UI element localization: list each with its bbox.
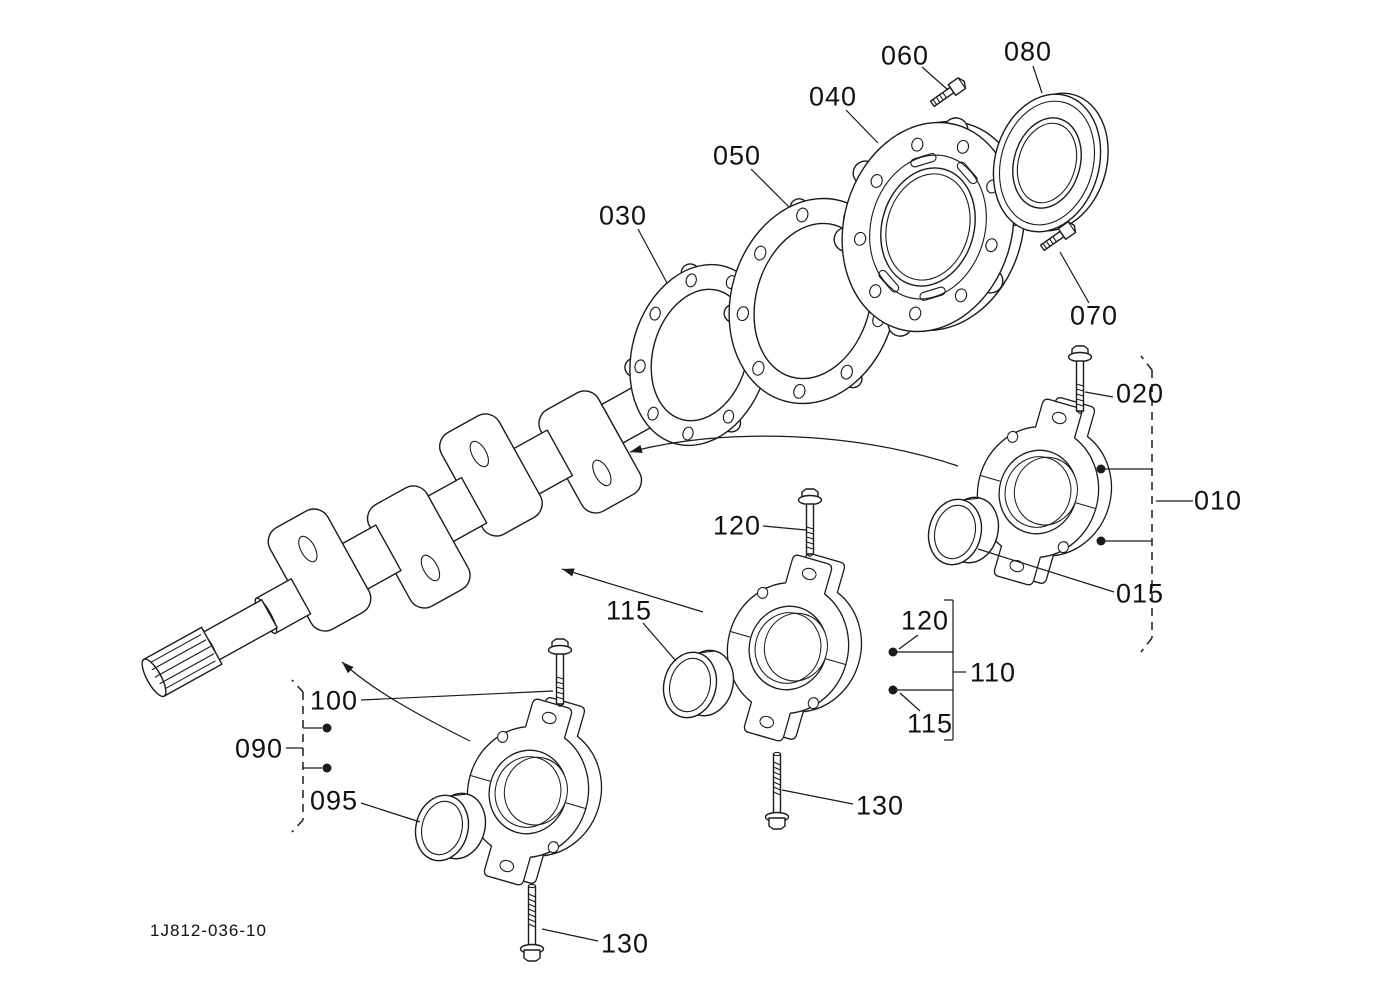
part-label-040: 040 <box>808 81 858 112</box>
part-label-095: 095 <box>309 785 359 816</box>
part-label-020: 020 <box>1115 378 1165 409</box>
bolt-120 <box>797 488 823 558</box>
part-label-060: 060 <box>880 40 930 71</box>
part-label-130-middle: 130 <box>855 790 905 821</box>
part-label-010: 010 <box>1193 485 1243 516</box>
part-label-130-bottom: 130 <box>600 928 650 959</box>
part-label-070: 070 <box>1069 300 1119 331</box>
drawing-number: 1J812-036-10 <box>150 921 267 940</box>
part-label-115-group: 115 <box>906 708 954 739</box>
bearing-case-090 <box>443 681 625 902</box>
part-label-115: 115 <box>605 595 653 626</box>
leader-lines <box>360 65 1115 942</box>
group-bracket-090 <box>286 679 332 833</box>
part-label-050: 050 <box>712 140 762 171</box>
part-label-090: 090 <box>234 733 284 764</box>
bolt-130-bottom <box>519 883 545 962</box>
bolt-060 <box>927 75 969 110</box>
oil-seal-080 <box>992 92 1109 233</box>
part-label-100: 100 <box>309 685 359 716</box>
assembly-arrows <box>341 435 959 742</box>
part-label-120: 120 <box>712 510 762 541</box>
group-bracket-010 <box>1096 355 1193 653</box>
bearing-case-cover-040 <box>833 117 1026 337</box>
part-label-030: 030 <box>598 200 648 231</box>
gasket-030 <box>624 263 773 447</box>
part-label-015: 015 <box>1115 578 1165 609</box>
group-bracket-110 <box>888 599 966 741</box>
part-label-110: 110 <box>969 657 1017 688</box>
bolt-100 <box>547 638 573 708</box>
bearing-case-110 <box>703 537 885 758</box>
part-label-080: 080 <box>1003 36 1053 67</box>
crankshaft <box>141 378 672 698</box>
bearing-case-010 <box>953 381 1135 602</box>
part-label-120-group: 120 <box>900 605 950 636</box>
